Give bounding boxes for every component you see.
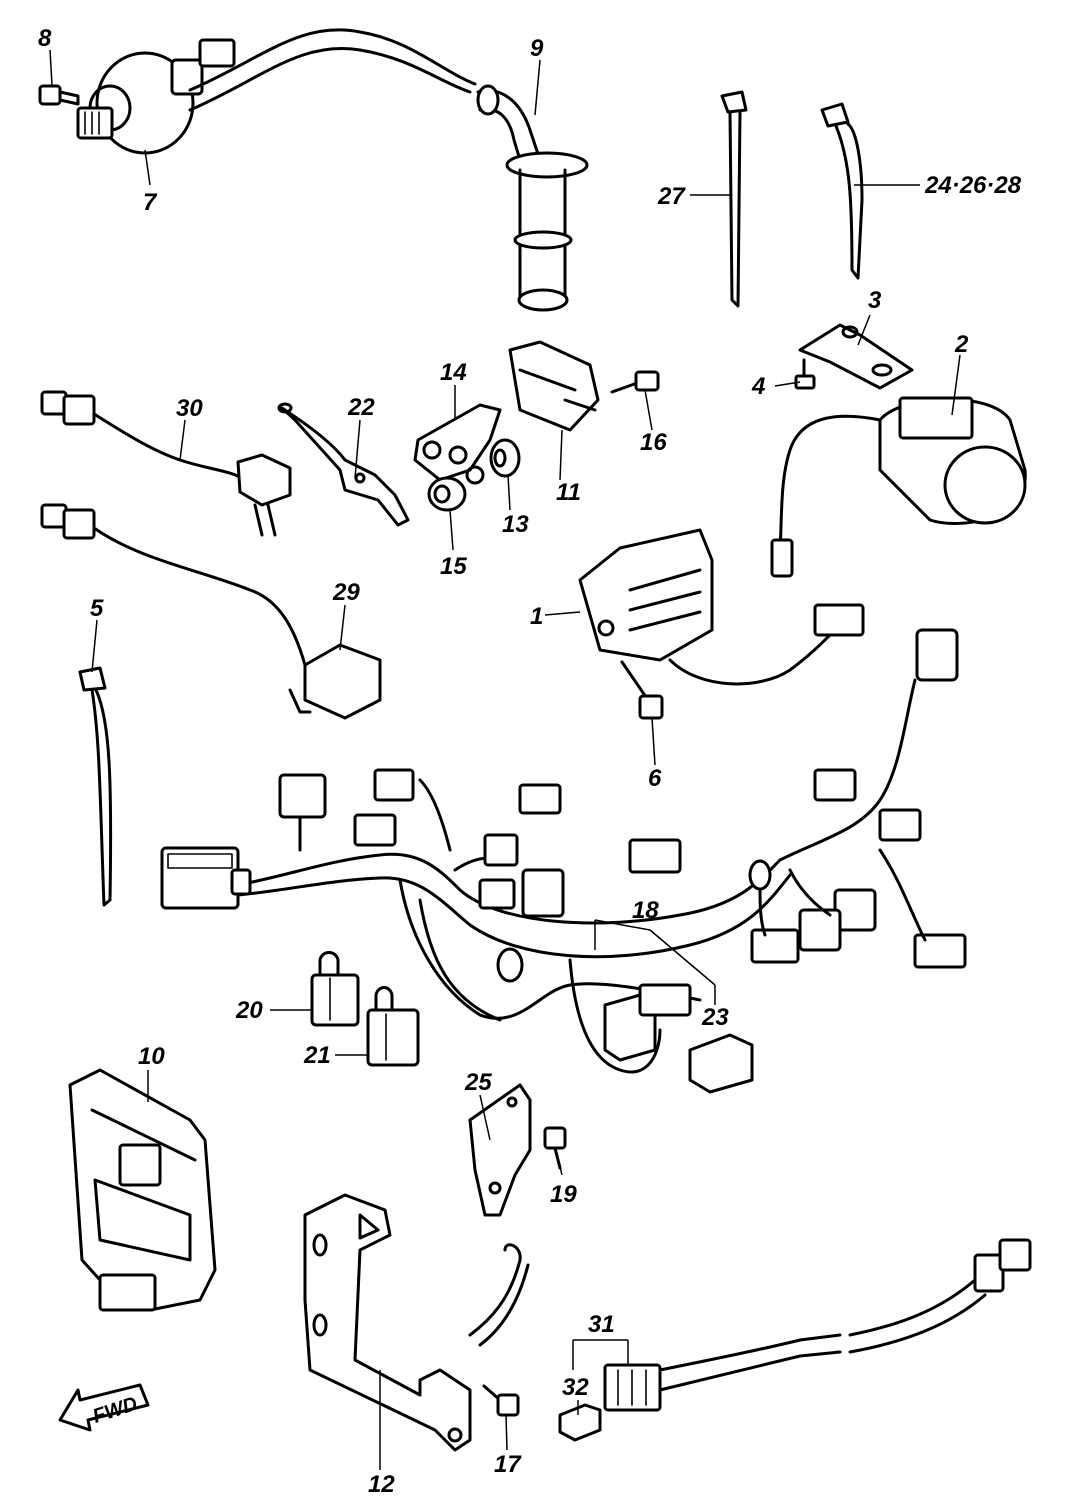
callout-21: 21 bbox=[303, 1042, 331, 1069]
grommet-part-15 bbox=[427, 476, 467, 512]
callout-20: 20 bbox=[235, 997, 263, 1024]
regulator-part-1 bbox=[578, 528, 865, 686]
callout-5: 5 bbox=[90, 595, 104, 622]
callout-14: 14 bbox=[440, 359, 467, 386]
ecm-part-10 bbox=[68, 1068, 217, 1312]
cover-part-23 bbox=[688, 1033, 754, 1094]
callout-19: 19 bbox=[550, 1181, 577, 1208]
callout-7: 7 bbox=[143, 189, 158, 216]
callout-4: 4 bbox=[751, 373, 765, 400]
fuse-part-32 bbox=[558, 1403, 602, 1442]
ignition-switch-part-7 bbox=[76, 28, 477, 155]
bracket-part-25 bbox=[468, 1083, 532, 1217]
callout-9: 9 bbox=[530, 35, 544, 62]
wiring-harness-part-18 bbox=[160, 628, 967, 1074]
relay-part-11 bbox=[508, 340, 600, 432]
callout-24-26-28: 24·26·28 bbox=[924, 172, 1022, 199]
bolt-part-6 bbox=[620, 660, 664, 720]
callout-3: 3 bbox=[868, 287, 882, 314]
cable-tie-part-24-26-28 bbox=[820, 102, 864, 280]
callout-13: 13 bbox=[502, 511, 529, 538]
callout-2: 2 bbox=[954, 331, 969, 358]
callout-25: 25 bbox=[464, 1069, 492, 1096]
callout-23: 23 bbox=[701, 1004, 729, 1031]
leader-lines bbox=[49, 49, 961, 1470]
cable-tie-part-27 bbox=[720, 90, 748, 308]
fuse-harness-part-31 bbox=[603, 1238, 1032, 1412]
connector-part-20 bbox=[310, 951, 360, 1027]
callout-11: 11 bbox=[556, 479, 581, 506]
rubber-mount-part-14 bbox=[413, 403, 502, 485]
bracket-part-12 bbox=[303, 1193, 530, 1452]
condenser-part-2 bbox=[770, 396, 1027, 578]
callout-17: 17 bbox=[494, 1451, 522, 1478]
callout-1: 1 bbox=[530, 603, 543, 630]
callout-30: 30 bbox=[176, 395, 203, 422]
callout-32: 32 bbox=[562, 1374, 589, 1401]
callout-8: 8 bbox=[38, 25, 52, 52]
bolt-part-16 bbox=[610, 370, 660, 394]
callout-18: 18 bbox=[632, 897, 659, 924]
callout-27: 27 bbox=[657, 183, 686, 210]
bolt-part-17 bbox=[482, 1384, 520, 1417]
bolt-part-19 bbox=[543, 1126, 567, 1170]
bracket-part-3 bbox=[798, 323, 914, 390]
bracket-part-22 bbox=[277, 402, 410, 527]
callout-29: 29 bbox=[332, 579, 360, 606]
connector-part-21 bbox=[366, 986, 420, 1067]
callout-22: 22 bbox=[347, 394, 375, 421]
screw-part-4 bbox=[794, 358, 816, 390]
sensor-part-29 bbox=[40, 503, 382, 720]
callout-15: 15 bbox=[440, 553, 467, 580]
forward-direction-arrow: FWD bbox=[58, 1383, 150, 1432]
callout-31: 31 bbox=[588, 1311, 615, 1338]
callout-labels: 8 7 9 27 24·26·28 3 2 4 14 22 30 11 13 1… bbox=[38, 25, 1022, 1498]
callout-12: 12 bbox=[368, 1471, 395, 1498]
cable-tie-part-5 bbox=[78, 666, 113, 907]
sensor-part-30 bbox=[40, 390, 292, 537]
callout-16: 16 bbox=[640, 429, 667, 456]
callout-10: 10 bbox=[138, 1043, 165, 1070]
callout-6: 6 bbox=[648, 765, 662, 792]
collar-part-13 bbox=[489, 438, 521, 478]
boot-part-9 bbox=[476, 84, 589, 312]
bolt-part-8 bbox=[38, 84, 80, 106]
